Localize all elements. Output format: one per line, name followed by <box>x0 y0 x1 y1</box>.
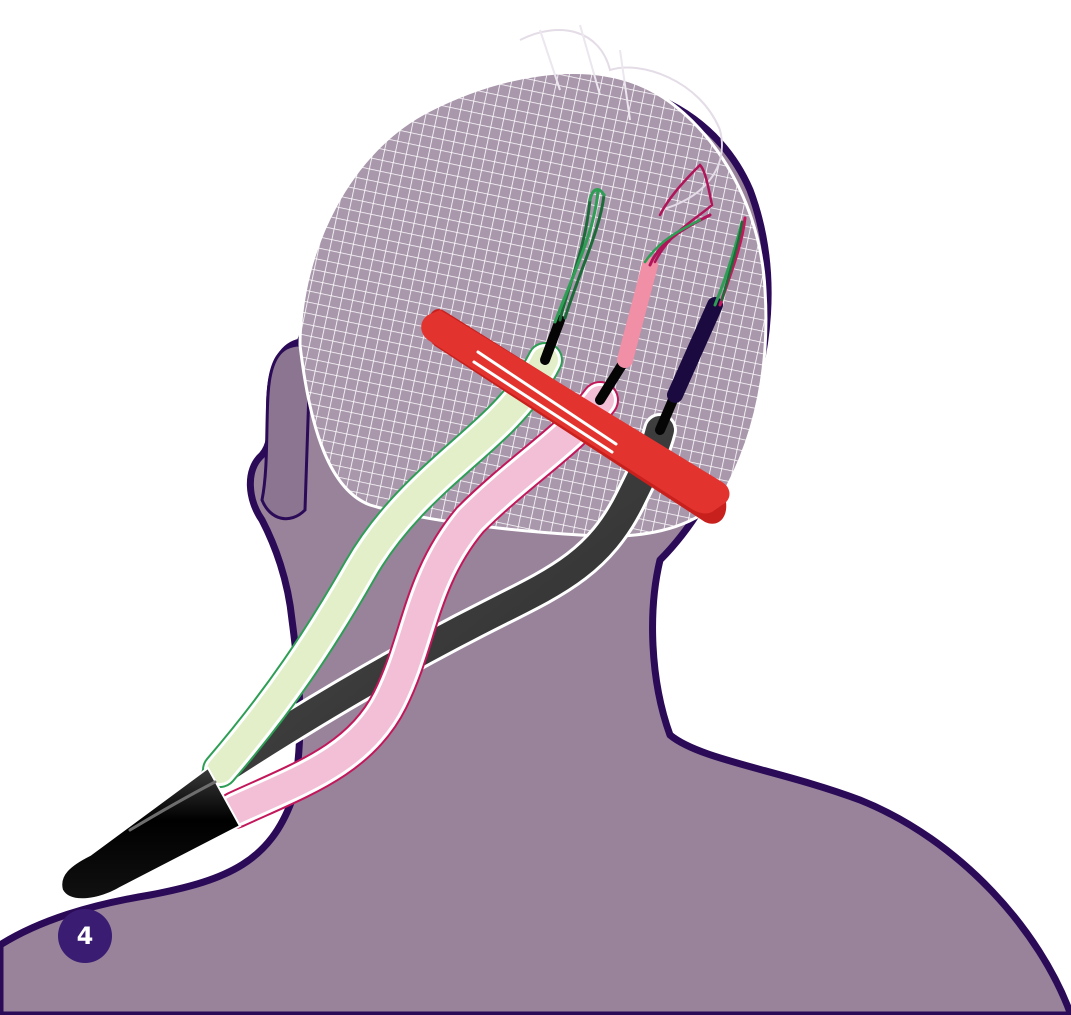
step-number-badge: 4 <box>58 909 112 963</box>
step-number-label: 4 <box>77 922 94 950</box>
